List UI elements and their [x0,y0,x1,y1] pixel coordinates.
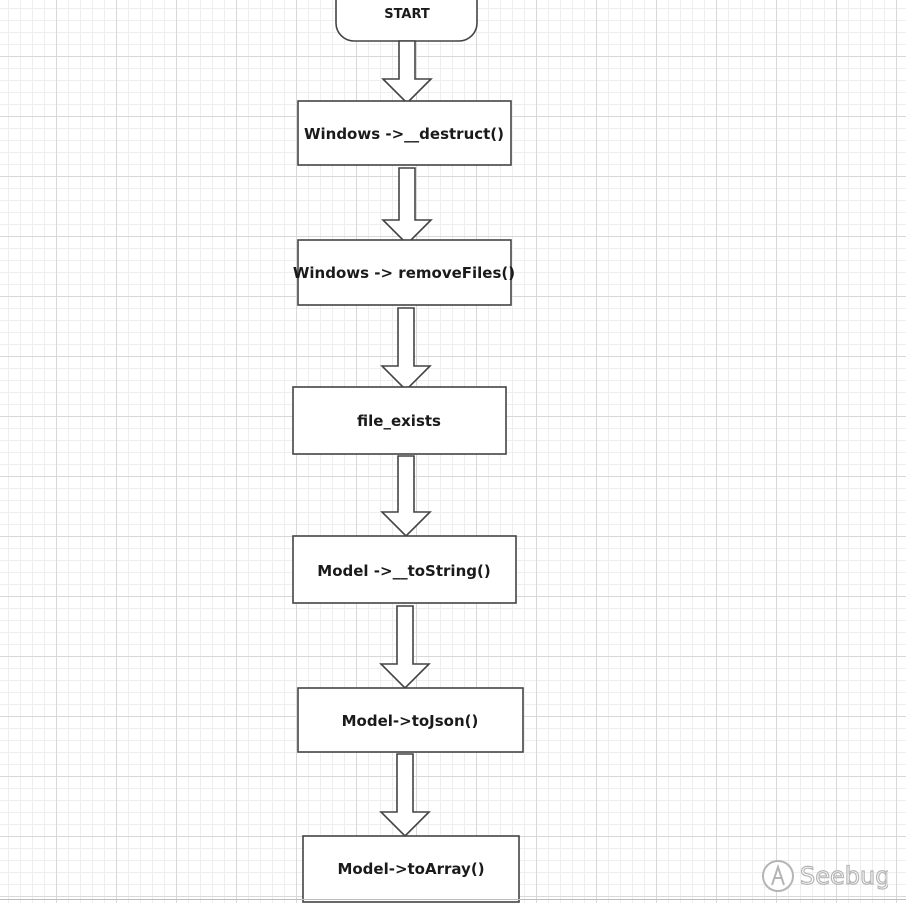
flow-arrow-1 [381,40,433,105]
step-label-4: Model ->__toString() [317,562,490,580]
step-label-5: Model->toJson() [342,712,479,730]
step-shape-1 [297,100,512,166]
watermark: Seebug [762,860,888,892]
step-node-4: Model ->__toString() [292,535,517,604]
flow-arrow-2 [381,167,433,246]
flow-arrow-3 [380,307,432,392]
step-label-1: Windows ->__destruct() [304,125,504,143]
start-label: START [384,7,430,22]
step-shape-2 [297,239,512,306]
flow-arrow-6 [379,753,431,838]
watermark-text: Seebug [800,862,888,890]
step-node-2: Windows -> removeFiles() [293,239,515,306]
step-shape-6 [302,835,520,903]
step-shape-3 [292,386,507,455]
bottom-divider [0,899,906,900]
step-label-3: file_exists [357,412,441,430]
step-shape-5 [297,687,524,753]
step-node-6: Model->toArray() [302,835,520,903]
step-label-2: Windows -> removeFiles() [293,264,515,282]
flow-arrow-4 [380,455,432,538]
step-node-1: Windows ->__destruct() [297,100,512,166]
step-node-5: Model->toJson() [297,687,524,753]
step-shape-4 [292,535,517,604]
seebug-logo-icon [762,860,794,892]
step-label-6: Model->toArray() [337,860,484,878]
step-node-3: file_exists [292,386,507,455]
start-node: START [335,0,478,42]
flow-arrow-5 [379,605,431,690]
